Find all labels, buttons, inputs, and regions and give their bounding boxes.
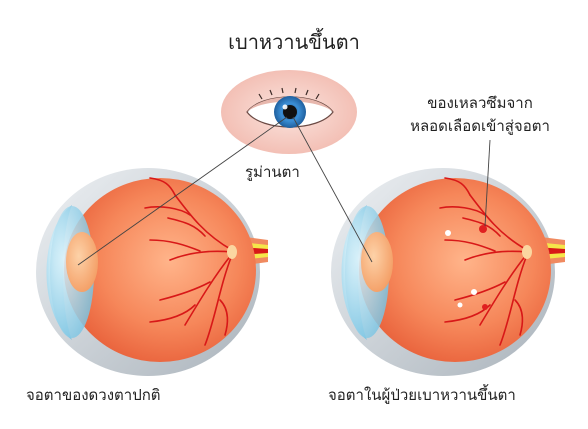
diabetic-blood-vessels — [439, 177, 528, 346]
eyelashes — [258, 87, 320, 100]
label-fluid-leak-line2: หลอดเลือดเข้าสู่จอตา — [410, 117, 550, 135]
label-normal-retina: จอตาของดวงตาปกติ — [26, 386, 161, 404]
diabetic-eyeball — [331, 168, 565, 376]
front-eye — [221, 70, 357, 154]
normal-retina-interior — [64, 178, 256, 362]
leader-lines — [77, 116, 491, 266]
normal-blood-vessels — [144, 177, 233, 346]
label-pupil: รูม่านตา — [245, 163, 300, 181]
normal-eyeball — [36, 168, 268, 376]
normal-optic-disc — [227, 245, 237, 259]
diabetic-lens — [361, 232, 393, 292]
diagram-title: เบาหวานขึ้นตา — [228, 30, 360, 54]
fluid-leak-spots — [445, 225, 488, 310]
label-fluid-leak-line1: ของเหลวซึมจาก — [427, 94, 533, 112]
diabetic-retina-interior — [359, 178, 551, 362]
diabetic-optic-disc — [522, 245, 532, 259]
label-diabetic-retina: จอตาในผู้ป่วยเบาหวานขึ้นตา — [328, 386, 516, 404]
label-fluid-leak: ของเหลวซึมจาก หลอดเลือดเข้าสู่จอตา — [380, 92, 580, 138]
